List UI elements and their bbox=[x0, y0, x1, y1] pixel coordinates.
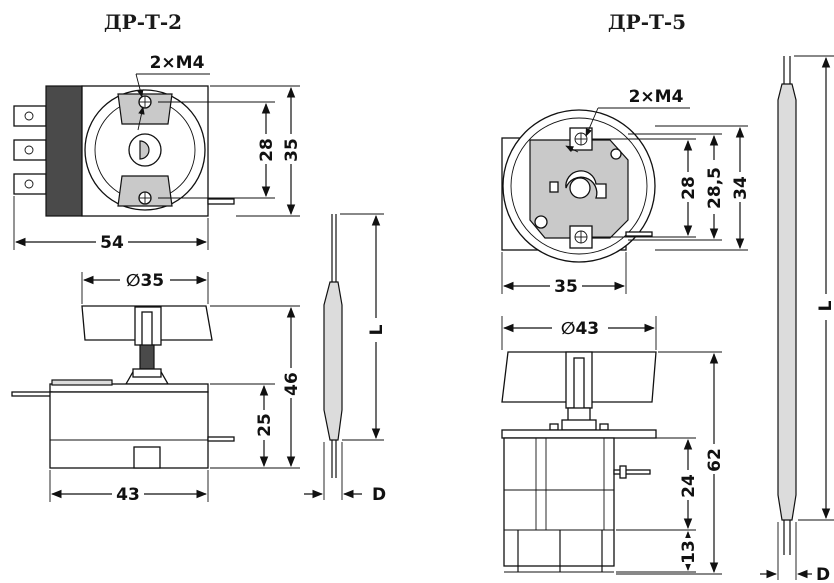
dim-54 bbox=[13, 196, 209, 252]
dim-24-label: 24 bbox=[679, 474, 699, 498]
dim-13 bbox=[616, 530, 701, 573]
dim-dia-35 bbox=[81, 270, 209, 304]
dim-D-left-label: D bbox=[372, 485, 386, 505]
dr-t-2-top-view bbox=[13, 73, 235, 217]
dim-dia-35-label: ∅35 bbox=[126, 271, 164, 291]
dr-t-5-top-view bbox=[501, 107, 690, 263]
dim-35-left bbox=[210, 85, 306, 217]
dim-28-right-label: 28 bbox=[679, 176, 699, 200]
dim-43 bbox=[49, 470, 209, 504]
title-dr-t-2: ДР-Т-2 bbox=[104, 10, 182, 34]
dim-D-right-label: D bbox=[816, 565, 830, 583]
dim-dia-43 bbox=[501, 316, 657, 350]
dim-28-5-label: 28,5 bbox=[705, 167, 725, 209]
dim-L-left-label: L bbox=[367, 324, 387, 335]
dim-34-right-label: 34 bbox=[731, 176, 751, 200]
dim-35-right-label: 35 bbox=[554, 277, 578, 297]
dim-25-label: 25 bbox=[255, 413, 275, 437]
dim-24 bbox=[616, 437, 701, 531]
dr-t-5-side-view bbox=[501, 351, 657, 573]
dim-2xm4-left: 2×M4 bbox=[150, 53, 205, 73]
dim-dia-43-label: ∅43 bbox=[561, 319, 599, 339]
dr-t-5-probe bbox=[760, 55, 834, 580]
dim-28-left bbox=[158, 101, 280, 199]
dim-46 bbox=[210, 305, 306, 469]
dim-34-right bbox=[655, 125, 753, 251]
dim-28-left-label: 28 bbox=[257, 138, 277, 162]
dim-43-label: 43 bbox=[116, 485, 140, 505]
dim-2xm4-right: 2×M4 bbox=[629, 87, 684, 107]
dim-28-right bbox=[592, 138, 700, 238]
dim-25 bbox=[210, 383, 278, 468]
dim-28-5 bbox=[628, 133, 727, 241]
dim-35-right bbox=[501, 252, 627, 296]
dim-L-right-label: L bbox=[816, 300, 834, 311]
dim-46-label: 46 bbox=[282, 372, 302, 396]
dim-54-label: 54 bbox=[100, 233, 124, 253]
dim-35-left-label: 35 bbox=[282, 138, 302, 162]
terminals bbox=[13, 105, 47, 195]
dim-62-label: 62 bbox=[705, 448, 725, 472]
dim-13-label: 13 bbox=[679, 540, 699, 564]
title-dr-t-5: ДР-Т-5 bbox=[608, 10, 686, 34]
dr-t-2-probe bbox=[304, 213, 388, 500]
dr-t-2-side-view bbox=[11, 305, 235, 469]
dim-62 bbox=[616, 351, 727, 575]
